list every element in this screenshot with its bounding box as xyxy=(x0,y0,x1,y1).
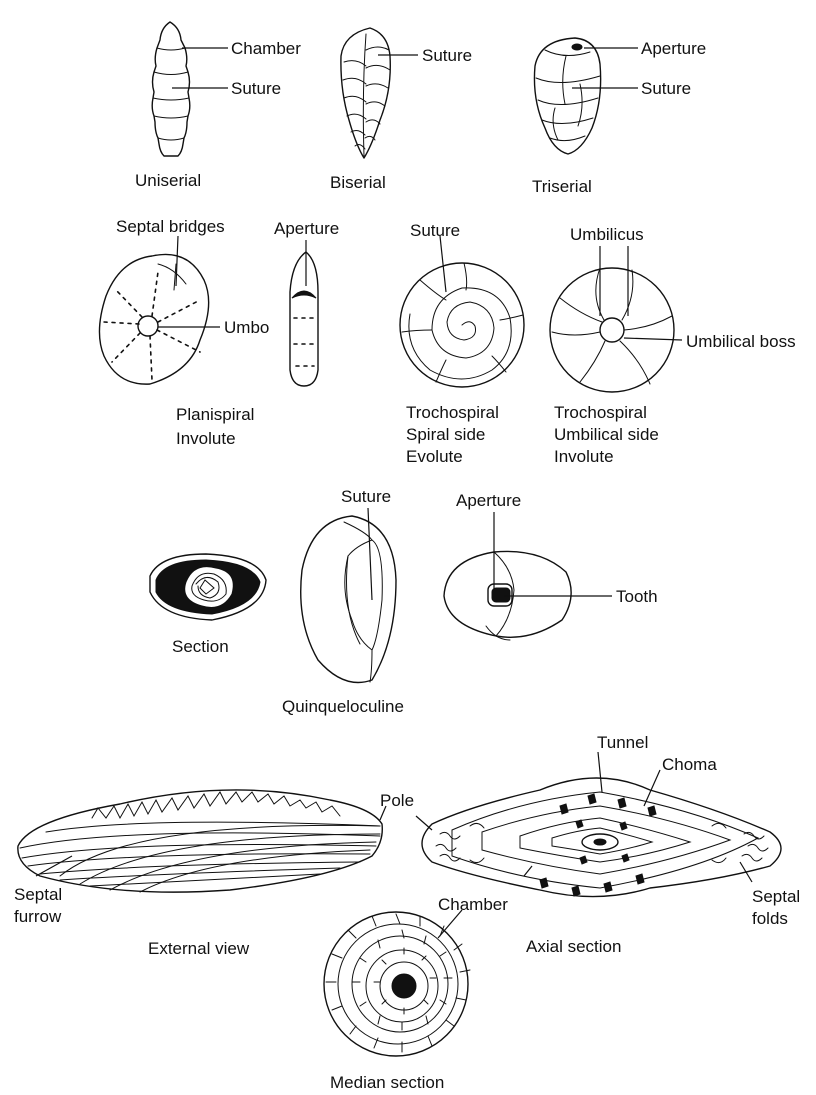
chamber-label-fusulinid: Chamber xyxy=(438,895,508,914)
umbo-label: Umbo xyxy=(224,318,269,337)
suture-leader-line-trochospiral xyxy=(440,236,446,292)
uniserial-caption: Uniserial xyxy=(135,171,201,190)
triserial-aperture-mark xyxy=(572,44,582,50)
biserial-caption: Biserial xyxy=(330,173,386,192)
triserial-test-drawing xyxy=(534,38,600,154)
septal-furrow-caption-line2: furrow xyxy=(14,907,62,926)
triserial-caption: Triserial xyxy=(532,177,592,196)
chamber-leader-line-median xyxy=(438,910,462,938)
quinqueloculine-side-view-drawing xyxy=(301,516,396,683)
quinqueloculine-section-drawing xyxy=(150,554,266,620)
septal-folds-leader-line xyxy=(740,862,752,882)
pole-leader-line-axial xyxy=(416,816,432,830)
suture-label-quinq: Suture xyxy=(341,487,391,506)
trochospiral-umbilical-side-drawing xyxy=(550,268,674,392)
tunnel-label: Tunnel xyxy=(597,733,648,752)
septal-bridges-leader-line xyxy=(176,236,178,286)
chamber-label: Chamber xyxy=(231,39,301,58)
suture-leader-line-quinq xyxy=(368,508,372,600)
septal-bridges-label: Septal bridges xyxy=(116,217,225,236)
septal-furrow-caption-line1: Septal xyxy=(14,885,62,904)
tunnel-leader-line xyxy=(598,752,602,792)
trochospiral-spiral-side-drawing xyxy=(400,263,524,387)
planispiral-caption-line2: Involute xyxy=(176,429,236,448)
axial-section-caption: Axial section xyxy=(526,937,621,956)
septal-folds-caption-line2: folds xyxy=(752,909,788,928)
uniserial-test-drawing xyxy=(152,22,190,156)
troch-spiral-caption-line2: Spiral side xyxy=(406,425,485,444)
fusulinid-median-section-drawing xyxy=(324,912,470,1056)
troch-spiral-caption-line3: Evolute xyxy=(406,447,463,466)
umbilical-boss-label: Umbilical boss xyxy=(686,332,796,351)
chamber-leader-line-fusulinid xyxy=(524,866,532,876)
aperture-label-planispiral: Aperture xyxy=(274,219,339,238)
median-section-caption: Median section xyxy=(330,1073,444,1092)
fusulinid-axial-section-drawing xyxy=(422,778,781,897)
external-view-caption: External view xyxy=(148,939,250,958)
planispiral-caption-line1: Planispiral xyxy=(176,405,254,424)
suture-label-triserial: Suture xyxy=(641,79,691,98)
suture-label-biserial: Suture xyxy=(422,46,472,65)
umbilicus-label: Umbilicus xyxy=(570,225,644,244)
tooth-label: Tooth xyxy=(616,587,658,606)
biserial-test-drawing xyxy=(341,28,390,158)
suture-label-uniserial: Suture xyxy=(231,79,281,98)
choma-label: Choma xyxy=(662,755,717,774)
aperture-label-triserial: Aperture xyxy=(641,39,706,58)
section-caption: Section xyxy=(172,637,229,656)
fusulinid-external-view-drawing xyxy=(18,790,382,892)
troch-spiral-caption-line1: Trochospiral xyxy=(406,403,499,422)
quinqueloculine-caption: Quinqueloculine xyxy=(282,697,404,716)
septal-folds-caption-line1: Septal xyxy=(752,887,800,906)
troch-umb-caption-line2: Umbilical side xyxy=(554,425,659,444)
suture-label-trochospiral: Suture xyxy=(410,221,460,240)
pole-label: Pole xyxy=(380,791,414,810)
troch-umb-caption-line3: Involute xyxy=(554,447,614,466)
planispiral-side-view-drawing xyxy=(99,254,208,384)
planispiral-apertural-view-drawing xyxy=(290,252,318,386)
troch-umb-caption-line1: Trochospiral xyxy=(554,403,647,422)
aperture-label-quinq: Aperture xyxy=(456,491,521,510)
